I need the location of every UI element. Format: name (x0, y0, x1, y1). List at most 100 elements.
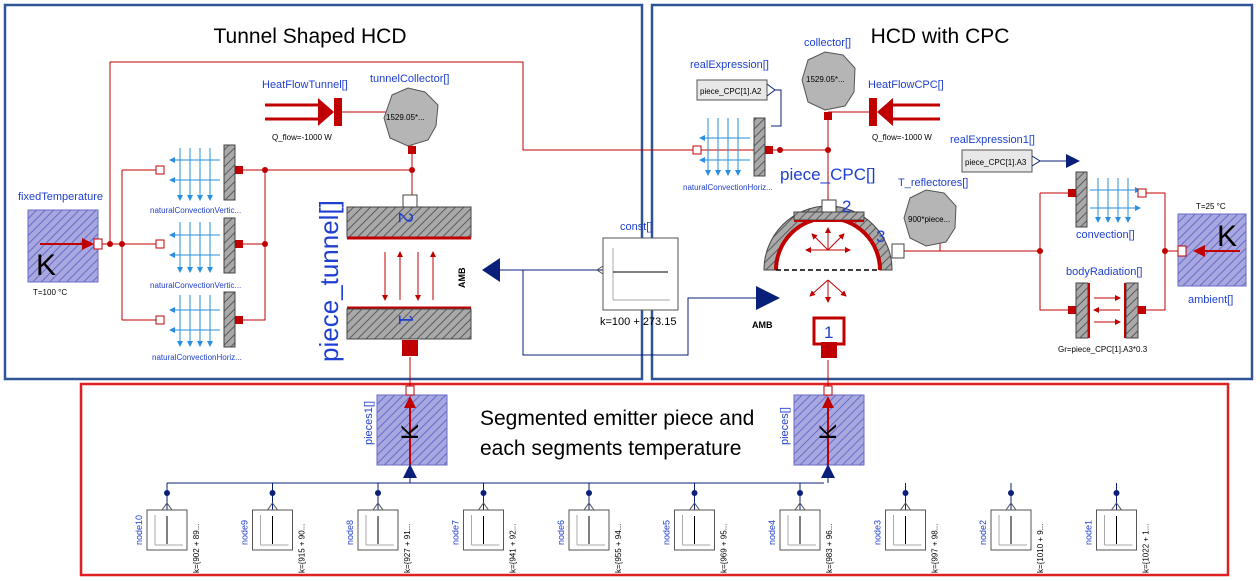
node-label: node8 (345, 520, 355, 545)
node-value: k={1022 + 1... (1142, 524, 1151, 573)
pieces1-label: pieces1[] (363, 401, 375, 445)
fixed-temperature-label: fixedTemperature (18, 191, 103, 203)
body-radiation-value: Gr=piece_CPC[1].A3*0.3 (1058, 345, 1148, 354)
node-value: k={983 + 96... (825, 524, 834, 573)
fixed-temperature-arrow-icon (82, 238, 94, 250)
temperature-node[interactable]: node6 k={955 + 94... (556, 483, 623, 573)
node-value: k={1010 + 9... (1036, 524, 1045, 573)
heat-flow-tunnel-value: Q_flow=-1000 W (272, 133, 332, 142)
natural-convection-vertical-2[interactable]: naturalConvectionVertic... (150, 217, 243, 290)
ambient-glyph: K (1217, 220, 1237, 253)
heat-flow-tunnel-source[interactable] (265, 98, 342, 126)
real-expression1-label: realExpression1[] (950, 134, 1035, 146)
tunnel-collector-label: tunnelCollector[] (370, 73, 450, 85)
piece-tunnel-label: piece_tunnel[] (314, 200, 344, 362)
cpc-collector-stone-icon[interactable] (801, 51, 856, 111)
natural-convection-vertical-2-label: naturalConvectionVertic... (150, 281, 241, 290)
pieces-glyph: K (815, 424, 842, 440)
piece-cpc-segment-box[interactable] (812, 316, 846, 346)
cpc-panel (650, 3, 1254, 381)
node-value: k={941 + 92... (509, 524, 518, 573)
segments-title-line1: Segmented emitter piece and (480, 407, 754, 430)
node-value: k={902 + 89... (192, 524, 201, 573)
t-reflectors-stone-icon[interactable] (903, 189, 957, 247)
fixed-temperature-glyph: K (36, 249, 56, 282)
natural-convection-vertical-1-label: naturalConvectionVertic... (150, 206, 241, 215)
node-label: node10 (134, 515, 144, 545)
temperature-node[interactable]: node5 k={969 + 95... (662, 483, 729, 573)
const-block[interactable] (596, 237, 679, 311)
node-value: k={927 + 91... (403, 524, 412, 573)
heat-flow-cpc-label: HeatFlowCPC[] (868, 79, 944, 91)
natural-convection-vertical-1[interactable]: naturalConvectionVertic... (150, 144, 243, 215)
t-reflectors-label: T_reflectores[] (898, 177, 968, 189)
piece-tunnel-bottom-num: 1 (394, 314, 416, 325)
natural-convection-horizontal[interactable]: naturalConvectionHoriz... (152, 291, 243, 362)
convection-label: convection[] (1076, 229, 1135, 241)
piece-cpc-label: piece_CPC[] (780, 165, 875, 184)
piece-cpc-dome[interactable] (763, 199, 905, 303)
node-label: node1 (1084, 520, 1094, 545)
real-expression-label: realExpression[] (690, 59, 769, 71)
real-expression1-block[interactable] (961, 149, 1080, 173)
tunnel-collector-value: 1529.05*... (386, 113, 425, 122)
temperature-node[interactable]: node9 k={915 + 90... (240, 483, 307, 573)
cpc-collector-label: collector[] (804, 37, 851, 49)
temperature-node[interactable]: node10 k={902 + 89... (134, 483, 201, 573)
node-value: k={955 + 94... (614, 524, 623, 573)
temperature-node[interactable]: node3 k={997 + 98... (873, 483, 940, 573)
temperature-node[interactable]: node2 k={1010 + 9... (978, 483, 1045, 573)
piece-tunnel-radiation-arrows (382, 251, 436, 301)
t-reflectors-value: 900*piece... (908, 215, 950, 224)
real-expression-value: piece_CPC[1].A2 (700, 87, 762, 96)
piece-cpc-num3: 3 (876, 227, 885, 246)
tunnel-panel-title: Tunnel Shaped HCD (214, 25, 407, 48)
node-label: node2 (978, 520, 988, 545)
heat-flow-cpc-value: Q_flow=-1000 W (872, 133, 932, 142)
piece-tunnel-amb: AMB (457, 267, 467, 288)
natural-convection-horizontal-label: naturalConvectionHoriz... (152, 353, 242, 362)
tunnel-panel (3, 3, 644, 381)
temperature-node[interactable]: node7 k={941 + 92... (451, 483, 518, 573)
natural-convection-horizontal-cpc[interactable] (692, 117, 773, 177)
node-value: k={915 + 90... (298, 524, 307, 573)
const-label: const[] (620, 221, 652, 233)
ambient-value: T=25 °C (1196, 202, 1226, 211)
body-radiation-block[interactable] (1068, 282, 1146, 339)
segments-panel (79, 382, 1230, 577)
node-label: node9 (240, 520, 250, 545)
real-expression1-value: piece_CPC[1].A3 (965, 158, 1027, 167)
node-value: k={997 + 98... (931, 524, 940, 573)
real-expression-block[interactable] (696, 79, 782, 127)
node-label: node7 (451, 520, 461, 545)
ambient-label: ambient[] (1188, 294, 1233, 306)
blue-signal-wires (166, 269, 824, 495)
piece-cpc-num1: 1 (824, 323, 833, 342)
node-value: k={969 + 95... (720, 524, 729, 573)
tunnel-collector-stone-icon[interactable] (383, 87, 439, 147)
temperature-node[interactable]: node8 k={927 + 91... (345, 483, 412, 573)
cpc-panel-title: HCD with CPC (871, 25, 1010, 48)
pieces1-block[interactable] (376, 385, 448, 483)
segments-title-line2: each segments temperature (480, 437, 741, 460)
pieces-block[interactable] (793, 385, 865, 483)
temperature-node[interactable]: node1 k={1022 + 1... (1084, 483, 1151, 573)
pieces-label: pieces[] (779, 407, 791, 445)
node-label: node6 (556, 520, 566, 545)
ambient-arrow-icon (1193, 245, 1205, 257)
node-label: node3 (873, 520, 883, 545)
convection-block[interactable] (1068, 171, 1147, 228)
fixed-temperature-value: T=100 °C (33, 288, 67, 297)
piece-tunnel-bottom-plate[interactable] (346, 308, 472, 340)
piece-cpc-amb: AMB (752, 320, 773, 330)
body-radiation-label: bodyRadiation[] (1066, 266, 1142, 278)
node-label: node5 (662, 520, 672, 545)
heat-flow-cpc-source[interactable] (869, 98, 940, 126)
cpc-collector-value: 1529.05*... (806, 75, 845, 84)
piece-cpc-num2: 2 (842, 197, 851, 216)
left-wire-nodes (107, 167, 415, 247)
heat-flow-tunnel-label: HeatFlowTunnel[] (262, 79, 348, 91)
